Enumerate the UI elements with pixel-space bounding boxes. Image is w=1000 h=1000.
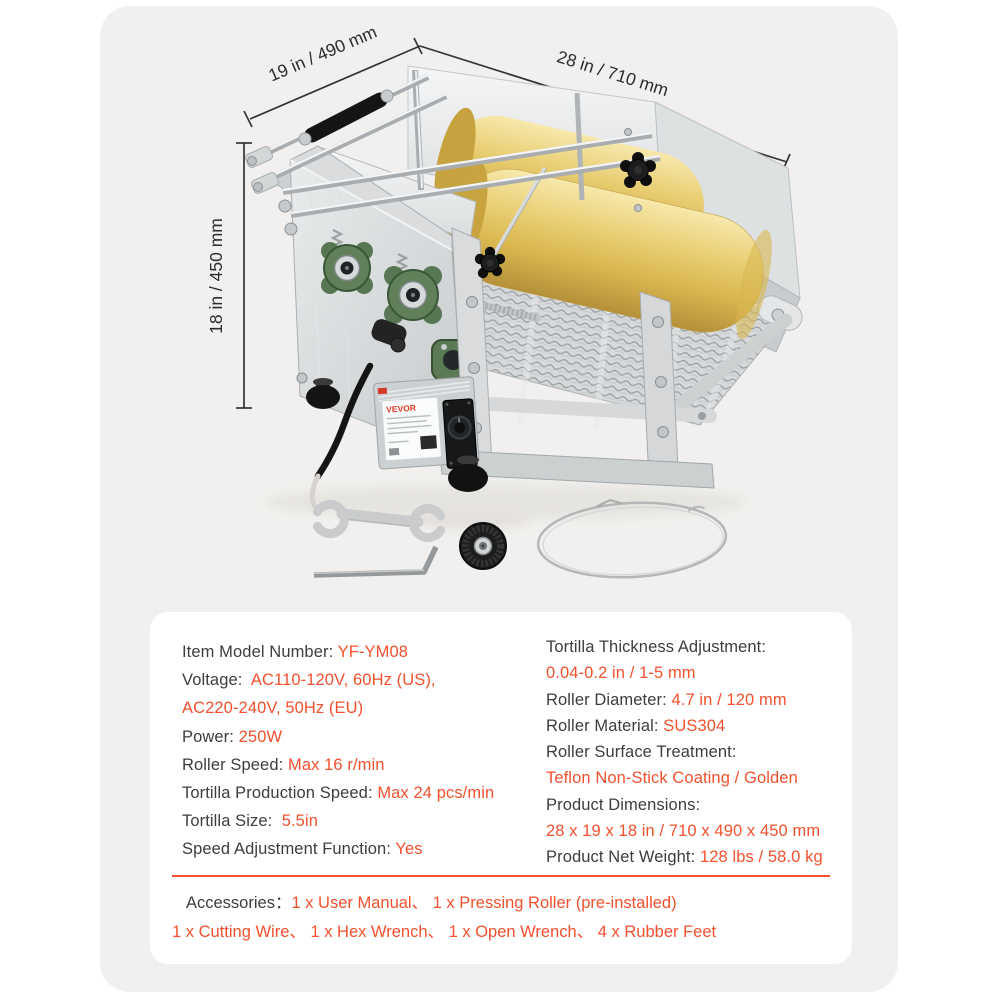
pressing-roller-disc — [459, 522, 507, 570]
accessories-divider — [172, 875, 830, 877]
spec-row: Item Model Number: YF-YM08 — [182, 643, 409, 661]
power-cord — [314, 362, 374, 480]
rubber-foot-left — [306, 378, 340, 409]
rubber-foot-center — [448, 455, 488, 492]
accessories-value-2: 1 x Cutting Wire、 1 x Hex Wrench、 1 x Op… — [172, 923, 717, 941]
spec-row: Teflon Non-Stick Coating / Golden — [546, 769, 798, 788]
open-wrench — [312, 500, 446, 543]
base-bar — [439, 449, 715, 489]
spec-row: Voltage: AC110-120V, 60Hz (US), — [182, 671, 436, 690]
spec-row: Product Dimensions: — [546, 795, 701, 814]
brand-logo: VEVOR — [386, 403, 416, 415]
hex-wrench — [313, 545, 439, 578]
accessories-row — [312, 499, 728, 579]
accessories-block: Accessories：1 x User Manual、 1 x Pressin… — [172, 889, 834, 947]
spec-row: 0.04-0.2 in / 1-5 mm — [546, 664, 696, 683]
machine-photo: 19 in / 490 mm 28 in / 710 mm 18 in / 45… — [206, 21, 803, 579]
spec-column-right: Tortilla Thickness Adjustment: 0.04-0.2 i… — [546, 634, 838, 871]
spec-row: Tortilla Size: 5.5in — [182, 812, 318, 831]
cutter-bar — [485, 166, 547, 269]
cutting-wire-loop — [536, 499, 728, 579]
spec-row: Tortilla Production Speed: Max 24 pcs/mi… — [182, 784, 495, 803]
spec-row: Product Net Weight: 128 lbs / 58.0 kg — [546, 848, 823, 867]
handle-grip — [304, 92, 388, 143]
accessories-line-2: 1 x Cutting Wire、 1 x Hex Wrench、 1 x Op… — [172, 918, 834, 947]
spec-row: Roller Speed: Max 16 r/min — [182, 755, 385, 774]
spec-row: Roller Surface Treatment: — [546, 743, 737, 762]
spec-row: Roller Diameter: 4.7 in / 120 mm — [546, 690, 787, 709]
spec-row: Power: 250W — [182, 727, 283, 746]
height-dimension-label: 18 in / 450 mm — [206, 218, 226, 334]
tortilla-machine: VEVOR — [245, 65, 803, 510]
motor-box: VEVOR — [373, 376, 480, 470]
width-dimension-line — [249, 45, 421, 120]
width-dimension-label: 19 in / 490 mm — [266, 21, 380, 85]
clamp-knob-front — [474, 246, 506, 279]
barcode — [420, 435, 437, 450]
bearing-center — [384, 266, 442, 324]
handle-rods — [245, 69, 661, 236]
accessories-value-1: 1 x User Manual、 1 x Pressing Roller (pr… — [291, 894, 677, 912]
spec-row: 28 x 19 x 18 in / 710 x 490 x 450 mm — [546, 822, 821, 841]
bearing-left — [321, 242, 373, 294]
spec-row: Speed Adjustment Function: Yes — [182, 840, 423, 859]
spec-row: Tortilla Thickness Adjustment: — [546, 638, 767, 656]
frame-bolts — [296, 128, 669, 438]
warning-sticker — [377, 387, 388, 395]
spec-row: Roller Material: SUS304 — [546, 716, 726, 735]
clamp-knob-right — [620, 152, 656, 188]
spec-row: AC220-240V, 50Hz (EU) — [182, 699, 364, 718]
accessories-label: Accessories： — [186, 894, 292, 912]
accessories-line-1: Accessories：1 x User Manual、 1 x Pressin… — [172, 889, 834, 918]
